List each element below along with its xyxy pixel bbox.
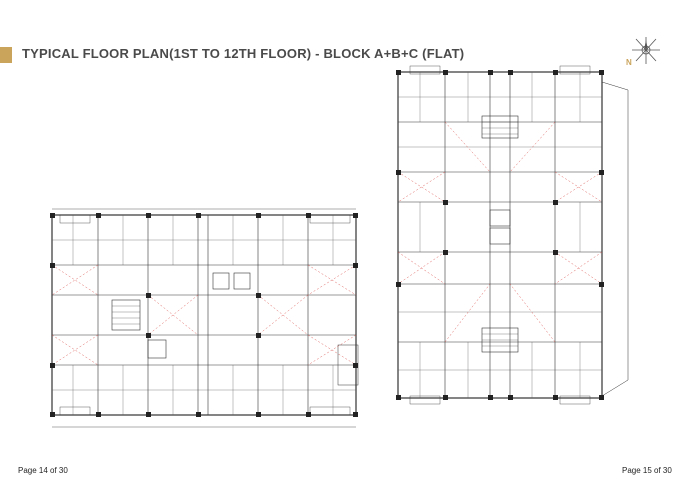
floor-plan-right-drawing <box>396 65 629 405</box>
page-number-right: Page 15 of 30 <box>622 466 672 475</box>
floor-plan-left-drawing <box>50 208 359 428</box>
page-title: TYPICAL FLOOR PLAN(1ST TO 12TH FLOOR) - … <box>22 46 465 61</box>
compass-rose-icon <box>632 37 660 64</box>
compass-north-label: N <box>626 58 632 67</box>
title-accent-bar <box>0 47 12 63</box>
floor-plan-left <box>48 205 360 435</box>
floor-plan-right <box>390 62 634 408</box>
page-number-left: Page 14 of 30 <box>18 466 68 475</box>
